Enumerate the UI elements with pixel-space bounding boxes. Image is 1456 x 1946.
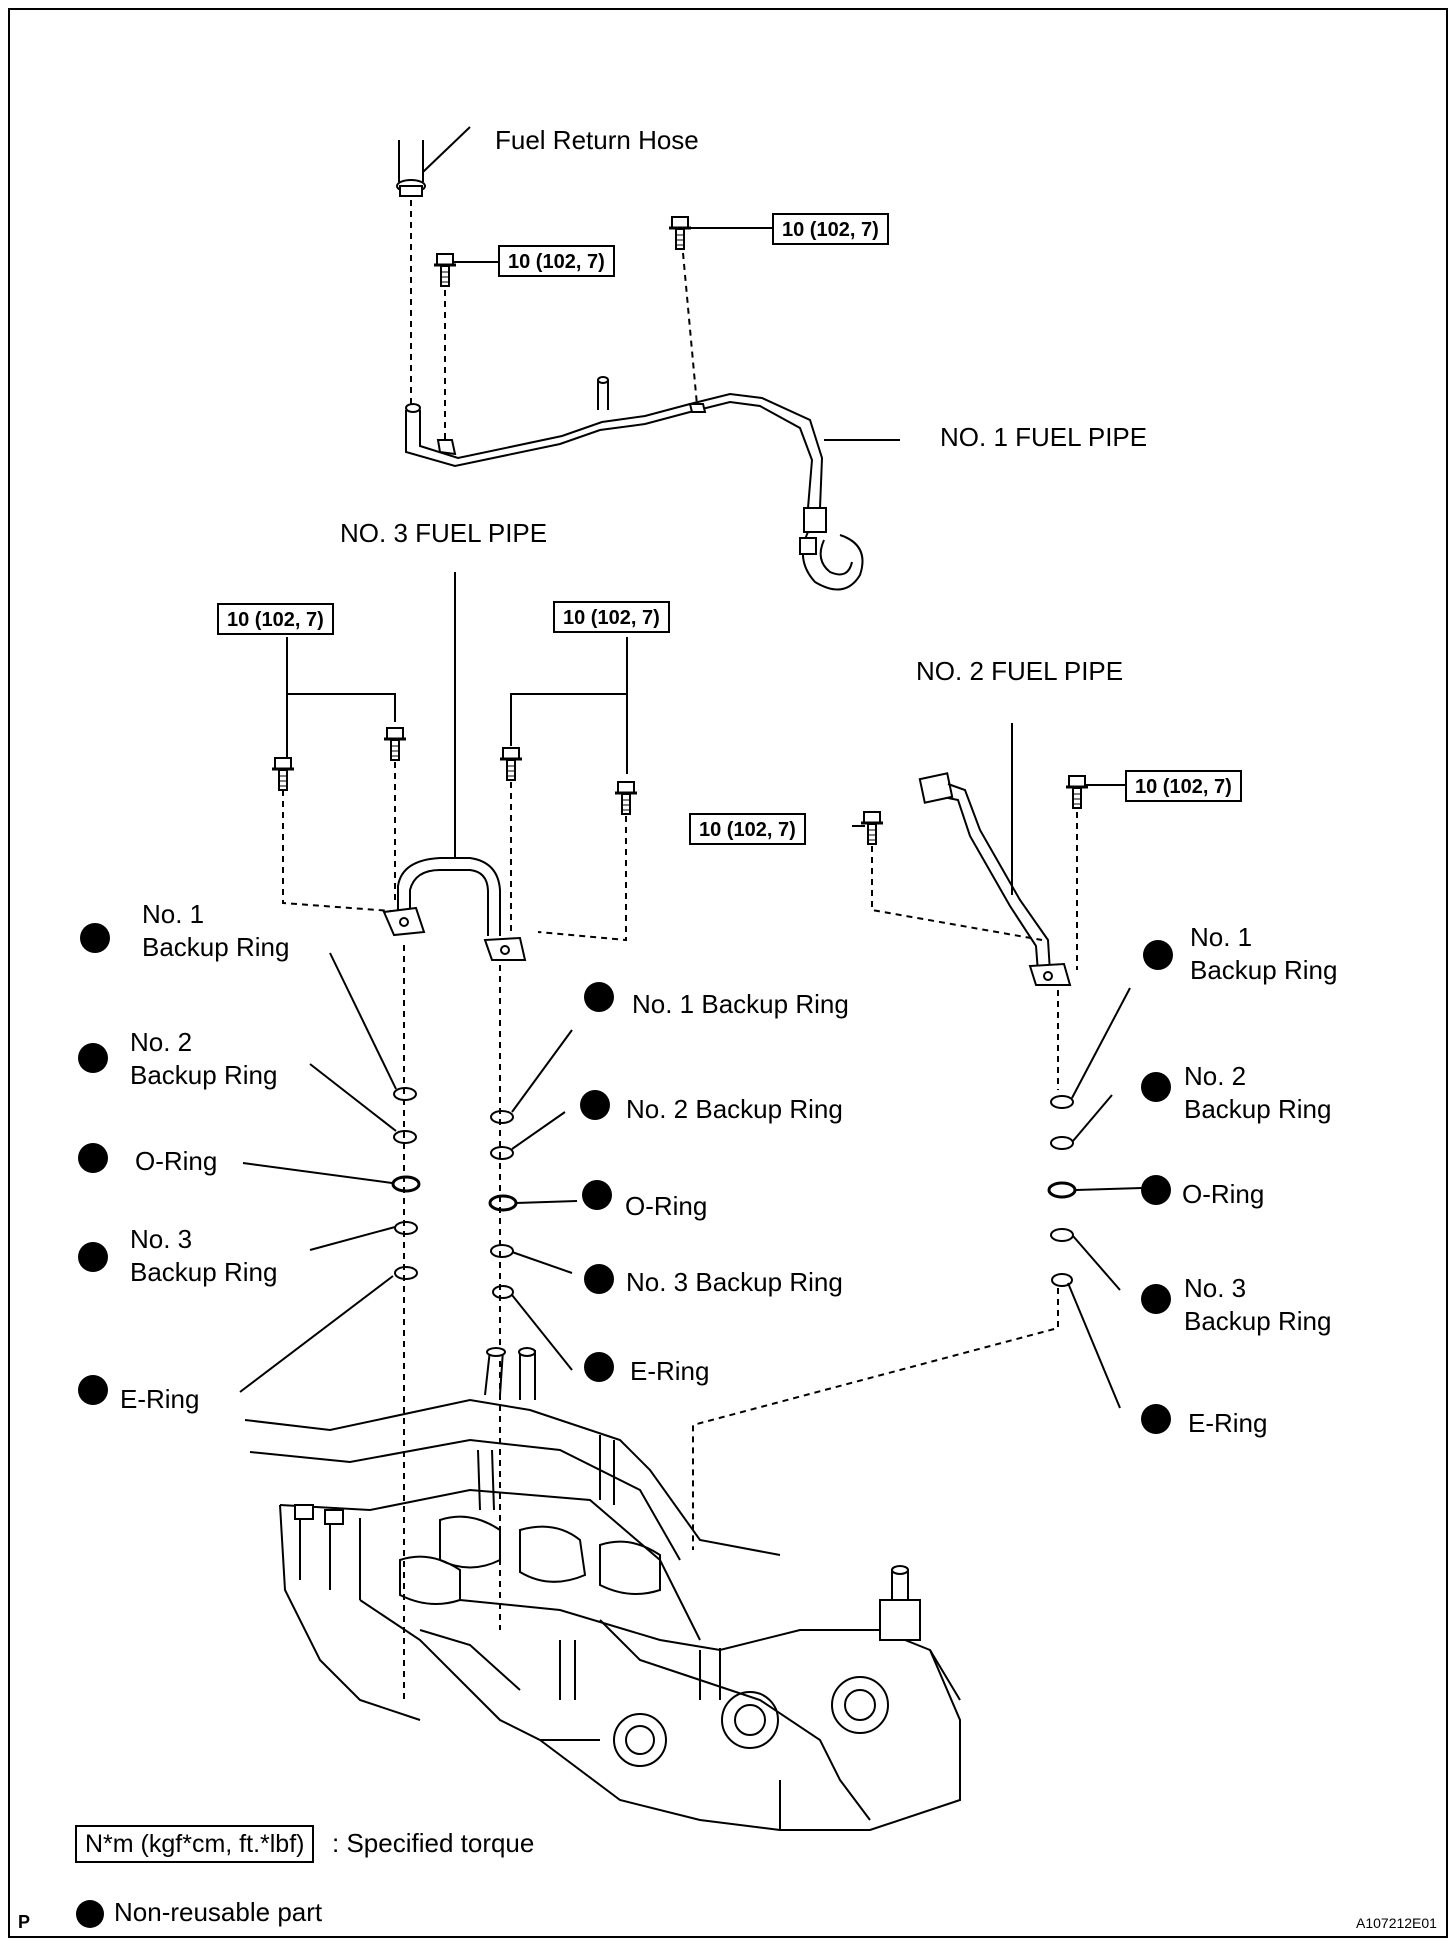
no3-fuel-pipe-drawing [382, 857, 527, 961]
left-o-ring-label: O-Ring [135, 1146, 218, 1176]
no3-fuel-pipe-label: NO. 3 FUEL PIPE [340, 518, 548, 548]
no2-fuel-pipe-drawing [918, 772, 1072, 986]
non-reusable-marker [80, 923, 110, 953]
non-reusable-marker [1141, 1284, 1171, 1314]
no1-fuel-pipe-label: NO. 1 FUEL PIPE [940, 422, 1148, 452]
right-e-ring-label: E-Ring [1188, 1408, 1268, 1438]
torque-legend-box: N*m (kgf*cm, ft.*lbf) [75, 1825, 315, 1863]
non-reusable-legend-marker [76, 1900, 104, 1928]
fuel-return-hose-label: Fuel Return Hose [495, 125, 699, 155]
engine-manifold-drawing [244, 1347, 961, 1831]
non-reusable-marker [582, 1180, 612, 1210]
right-no1-backup-ring-label: No. 1 Backup Ring [1190, 922, 1338, 985]
non-reusable-marker [580, 1090, 610, 1120]
non-reusable-marker [78, 1143, 108, 1173]
middle-no2-backup-ring-label: No. 2 Backup Ring [626, 1094, 843, 1124]
left-no1-backup-ring-label: No. 1 Backup Ring [142, 899, 290, 962]
no2-fuel-pipe-label: NO. 2 FUEL PIPE [916, 656, 1124, 686]
figure-code: A107212E01 [1356, 1915, 1437, 1931]
diagram-frame [8, 8, 1448, 1938]
non-reusable-marker [1143, 940, 1173, 970]
non-reusable-marker [1141, 1404, 1171, 1434]
middle-no3-backup-ring-label: No. 3 Backup Ring [626, 1267, 843, 1297]
right-no2-backup-ring-label: No. 2 Backup Ring [1184, 1061, 1332, 1124]
non-reusable-marker [78, 1242, 108, 1272]
middle-o-ring-label: O-Ring [625, 1191, 708, 1221]
fuel-return-hose [396, 126, 471, 197]
right-o-ring-label: O-Ring [1182, 1179, 1265, 1209]
torque-label: 10 (102, 7) [1125, 770, 1242, 802]
non-reusable-marker [584, 982, 614, 1012]
non-reusable-marker [584, 1352, 614, 1382]
non-reusable-marker [1141, 1072, 1171, 1102]
non-reusable-marker [78, 1043, 108, 1073]
left-e-ring-label: E-Ring [120, 1384, 200, 1414]
torque-label: 10 (102, 7) [498, 245, 615, 277]
non-reusable-marker [78, 1375, 108, 1405]
middle-e-ring-label: E-Ring [630, 1356, 710, 1386]
no1-fuel-pipe-drawing [405, 376, 900, 591]
torque-label: 10 (102, 7) [553, 601, 670, 633]
non-reusable-legend-text: Non-reusable part [114, 1897, 323, 1927]
middle-no1-backup-ring-label: No. 1 Backup Ring [632, 989, 849, 1019]
torque-label: 10 (102, 7) [772, 213, 889, 245]
left-no2-backup-ring-label: No. 2 Backup Ring [130, 1027, 278, 1090]
corner-letter: P [18, 1912, 31, 1932]
torque-legend-text: : Specified torque [332, 1828, 535, 1858]
torque-label: 10 (102, 7) [689, 813, 806, 845]
torque-label: 10 (102, 7) [217, 603, 334, 635]
non-reusable-marker [584, 1264, 614, 1294]
left-no3-backup-ring-label: No. 3 Backup Ring [130, 1224, 278, 1287]
non-reusable-marker [1141, 1175, 1171, 1205]
right-no3-backup-ring-label: No. 3 Backup Ring [1184, 1273, 1332, 1336]
